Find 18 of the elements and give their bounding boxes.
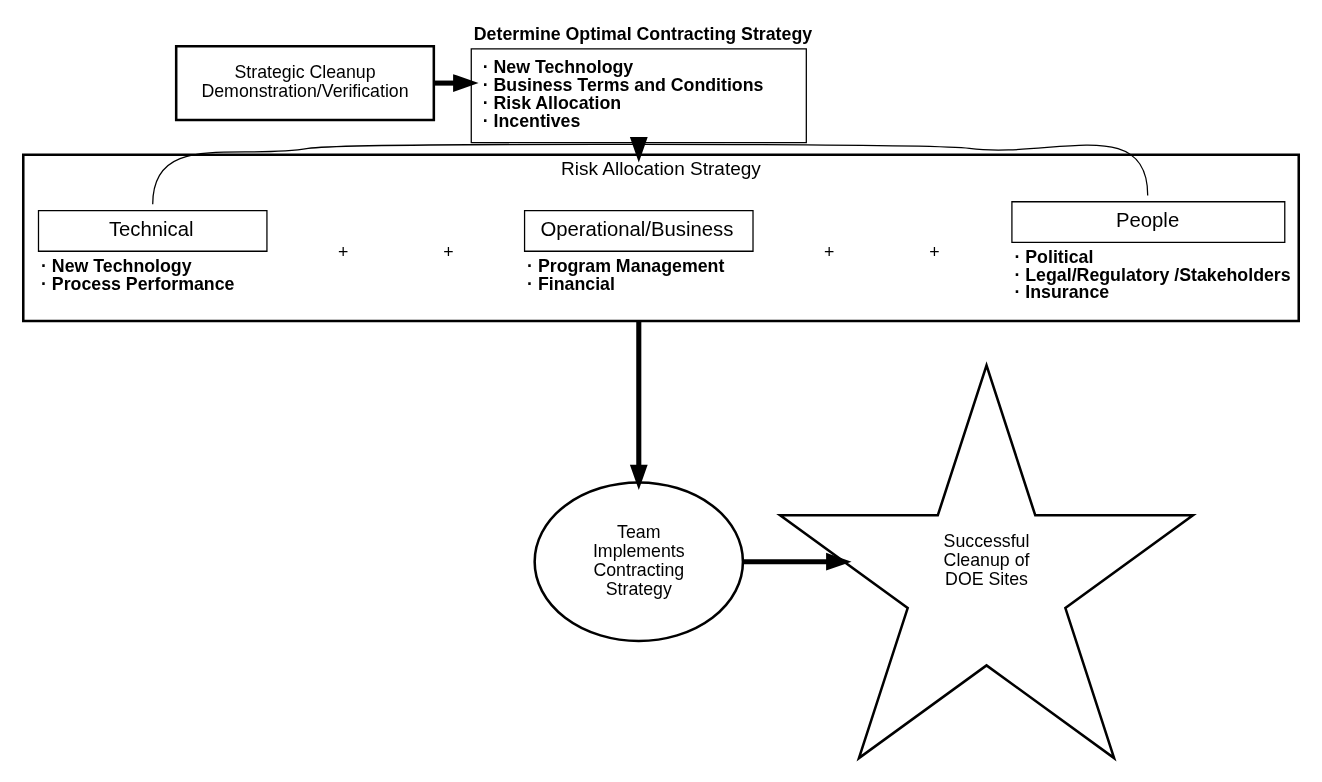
arrow xyxy=(743,552,852,571)
label: + xyxy=(443,242,454,263)
label: + xyxy=(929,242,940,263)
label: + xyxy=(337,242,349,263)
node-box: Technical xyxy=(37,210,268,252)
node-box: People xyxy=(1011,201,1286,243)
node-box: Operational/Business xyxy=(523,210,754,252)
node-label: · Legal/Regulatory /Stakeholders xyxy=(1014,264,1291,285)
arrow xyxy=(629,137,648,163)
node-ellipse: Team Implements Contracting Strategy xyxy=(533,481,745,643)
node-label: · Political xyxy=(1014,246,1094,267)
node-label: · New Technology xyxy=(41,255,192,276)
node-label: · Program Management xyxy=(527,255,725,276)
label: + xyxy=(823,242,835,263)
arrow xyxy=(629,321,648,491)
arrow xyxy=(434,74,479,92)
node-label: Determine Optimal Contracting Strategy xyxy=(473,24,813,45)
node-box: Strategic Cleanup Demonstration/Verification xyxy=(174,45,436,122)
